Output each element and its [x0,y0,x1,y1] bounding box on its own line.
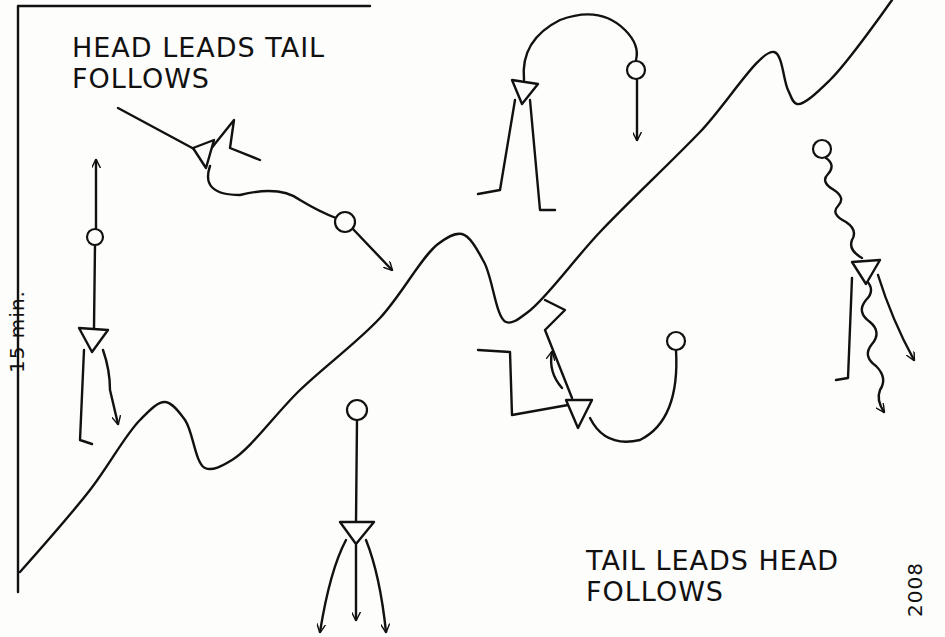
leg-line [545,300,572,398]
pointer-line [118,108,196,150]
figure-top-loop [478,14,645,210]
price-line [20,0,892,572]
leg-line [478,350,568,415]
body-line [94,245,95,328]
body-triangle [852,260,880,284]
tail-line [825,158,862,258]
leg-line [530,100,555,210]
head-circle [627,61,645,79]
head-circle [335,212,355,232]
tail-line [590,350,676,442]
body-triangle [340,522,374,544]
caption-note: HEAD LEADS TAIL FOLLOWS [72,32,402,94]
arrow-line [636,80,638,140]
body-triangle [512,80,538,104]
leg-line [878,275,914,360]
arrow-line [352,228,392,270]
head-circle [347,400,367,420]
body-line [356,420,357,522]
body-triangle [566,400,592,428]
figure-left [79,160,118,444]
arrow-line [95,160,97,228]
arrow-line [551,352,562,388]
figure-head-leads [118,108,392,270]
leg-line [836,278,852,380]
head-circle [813,140,831,158]
price-line-group [20,0,892,572]
figure-middle-hook [478,300,685,442]
tail-line [208,166,336,218]
body-triangle [193,140,214,168]
head-circle [667,332,685,350]
date-label: 2008 [904,555,927,625]
loop-line [524,14,637,80]
leg-line [103,350,118,424]
arrow-line [355,545,357,620]
leg-line [320,540,346,632]
leg-line [210,120,260,160]
arrow-line [862,280,884,412]
figure-right-wavy [813,140,914,412]
figure-bottom [320,400,386,632]
leg-line [366,540,386,632]
axis-label: 15 min. [6,287,29,377]
body-triangle [79,328,108,352]
leg-line [80,350,92,444]
head-circle [87,229,103,245]
caption-note: TAIL LEADS HEAD FOLLOWS [586,545,886,607]
leg-line [478,100,515,194]
